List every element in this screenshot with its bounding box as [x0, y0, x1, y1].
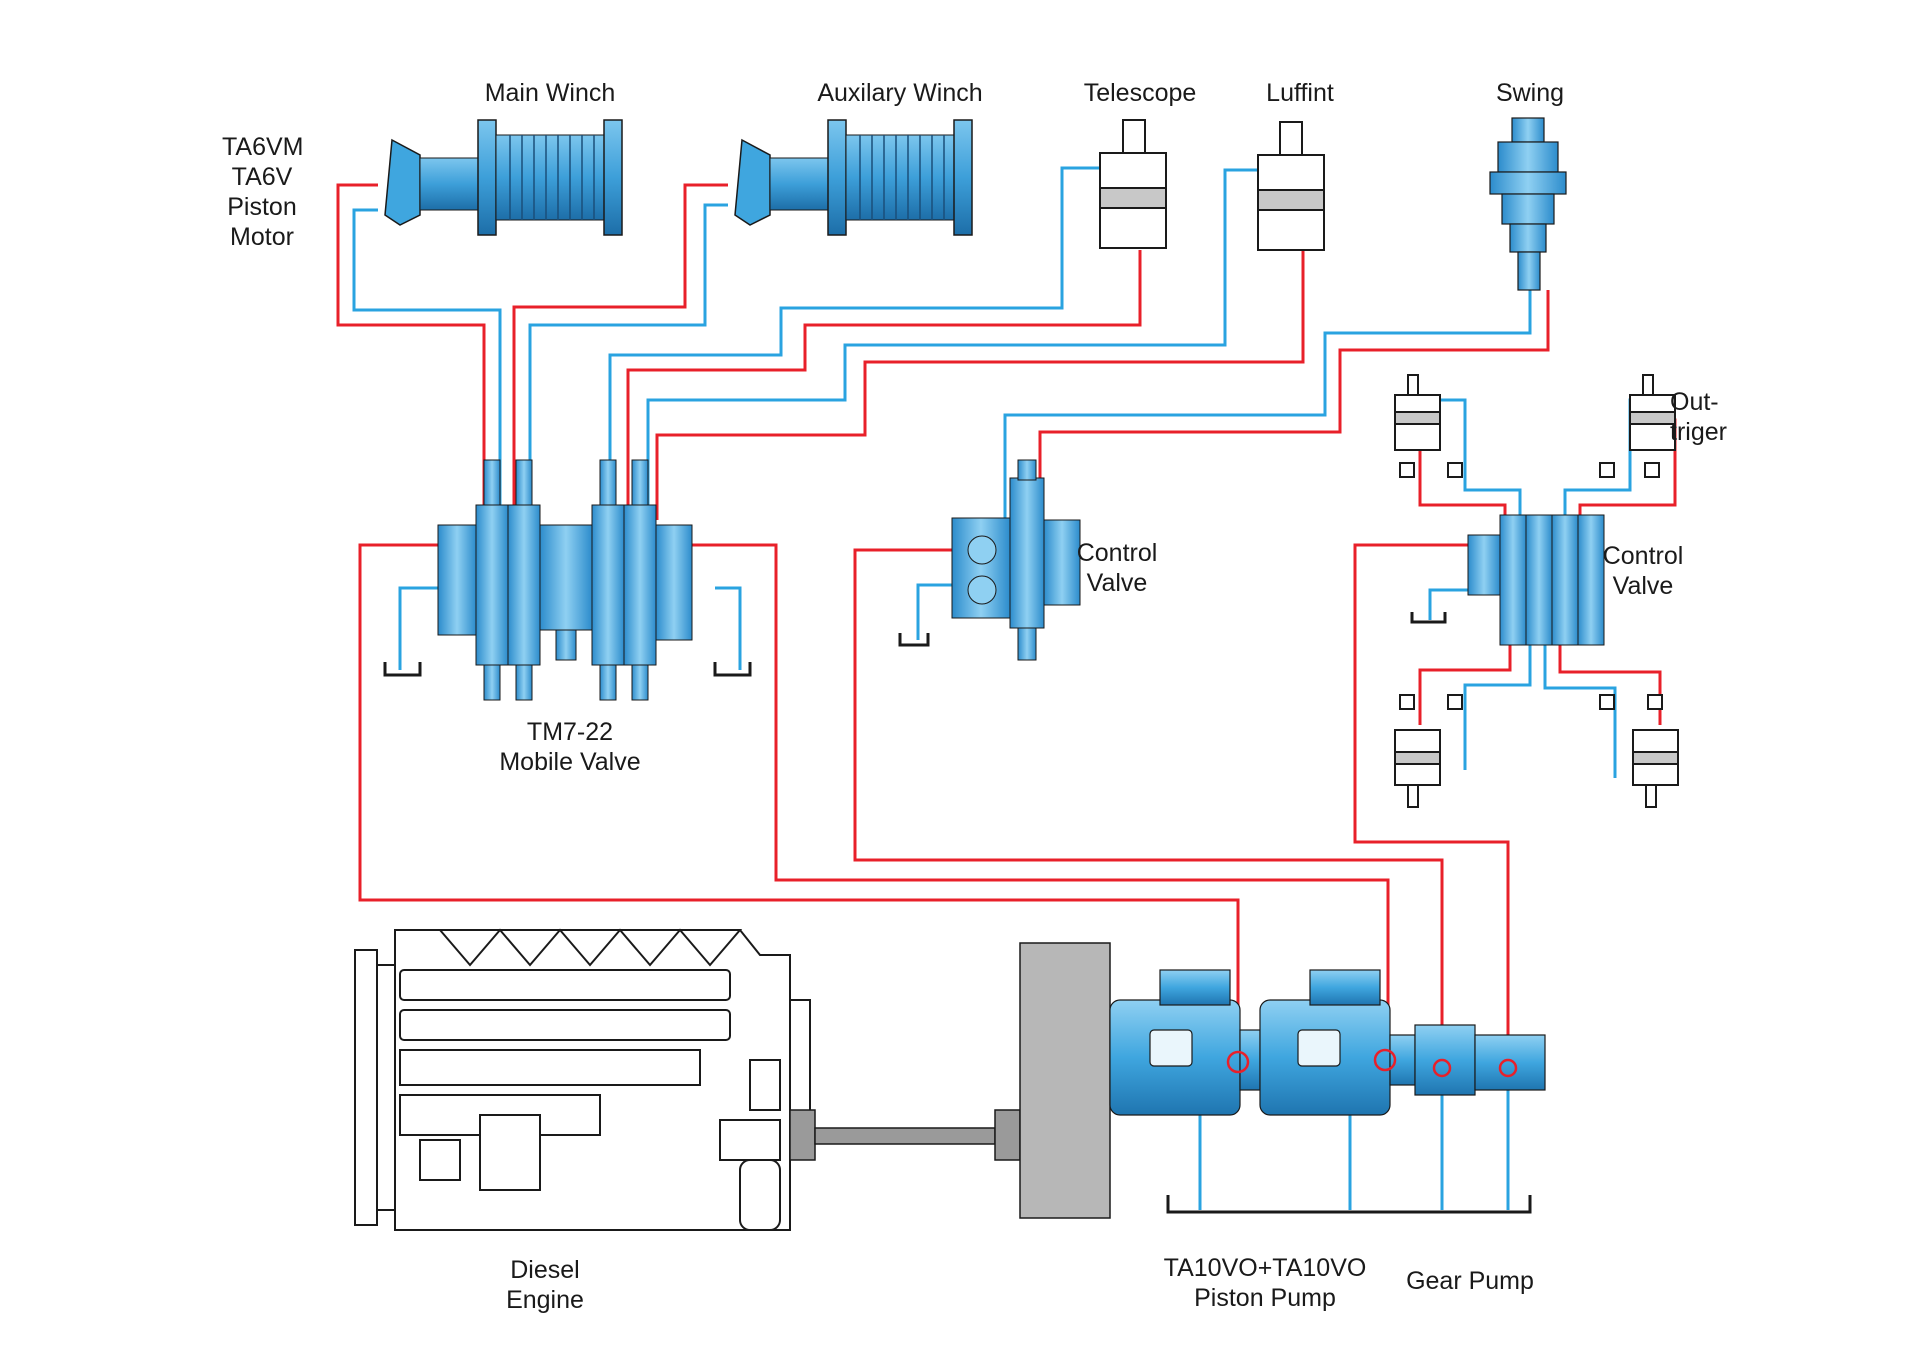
- line-outrigger-br-a: [1558, 640, 1662, 725]
- outrigger-cylinder-bottom-left: [1394, 729, 1441, 808]
- label-mobile-valve: TM7-22 Mobile Valve: [499, 718, 641, 776]
- line-telescope-return: [608, 166, 1105, 520]
- label-telescope: Telescope: [1083, 79, 1197, 107]
- line-outrigger-br-b: [1543, 640, 1617, 778]
- mobile-valve: [437, 459, 693, 701]
- drive-shaft: [789, 942, 1111, 1219]
- telescope-cylinder: [1099, 119, 1167, 249]
- luffing-cylinder: [1257, 121, 1325, 251]
- line-right-valve-supply: [1353, 543, 1510, 1070]
- label-diesel-engine: Diesel Engine: [506, 1256, 584, 1314]
- outrigger-cylinders: [1394, 374, 1679, 808]
- line-mobile-valve-supply-right: [690, 543, 1390, 1050]
- line-mobile-valve-supply-left: [358, 543, 1240, 1050]
- line-outrigger-bl-a: [1418, 640, 1512, 725]
- label-piston-pump: TA10VO+TA10VO Piston Pump: [1163, 1254, 1367, 1312]
- line-main-winch-pressure: [336, 183, 486, 520]
- label-luffing: Luffint: [1266, 79, 1334, 107]
- line-swing-pressure: [1038, 290, 1550, 540]
- tank-right-valve: [1410, 612, 1447, 624]
- label-gear-pump: Gear Pump: [1406, 1267, 1534, 1295]
- line-aux-winch-pressure: [512, 183, 728, 520]
- auxiliary-winch: [734, 119, 973, 236]
- label-right-control-valve: Control Valve: [1602, 542, 1684, 600]
- label-main-winch: Main Winch: [484, 79, 616, 107]
- label-piston-motor: TA6VM TA6V Piston Motor: [222, 133, 304, 251]
- line-mobile-valve-tank-left: [398, 586, 440, 670]
- line-luffing-return: [646, 168, 1265, 520]
- right-control-valve: [1467, 514, 1605, 646]
- main-winch: [384, 119, 623, 236]
- label-auxiliary-winch: Auxilary Winch: [817, 79, 983, 107]
- line-outrigger-tl-b: [1440, 398, 1522, 540]
- line-luffing-pressure: [655, 250, 1305, 520]
- center-control-valve: [951, 459, 1081, 661]
- line-outrigger-bl-b: [1463, 640, 1532, 770]
- outrigger-cylinder-bottom-right: [1632, 729, 1679, 808]
- diesel-engine: [354, 928, 811, 1231]
- line-swing-return: [1003, 290, 1532, 540]
- pump-ports: [1226, 1048, 1518, 1078]
- label-outrigger: Out- triger: [1670, 388, 1727, 446]
- line-aux-winch-return: [528, 203, 728, 520]
- piston-pump-assembly: [1109, 969, 1546, 1116]
- outrigger-check-valves: [1399, 462, 1663, 710]
- line-mobile-valve-tank-right: [715, 586, 742, 670]
- hydraulic-lines: [336, 166, 1677, 1210]
- swing-motor: [1489, 117, 1567, 291]
- line-center-valve-tank: [916, 583, 955, 640]
- line-main-winch-return: [352, 208, 502, 520]
- outrigger-cylinder-top-right: [1629, 374, 1676, 451]
- line-center-valve-supply: [853, 548, 1444, 1060]
- tank-pump: [1166, 1195, 1532, 1214]
- tank-symbols: [383, 612, 1532, 1214]
- label-center-control-valve: Control Valve: [1076, 539, 1158, 597]
- tank-center: [898, 633, 930, 647]
- label-swing: Swing: [1495, 79, 1565, 107]
- line-right-valve-tank: [1428, 588, 1470, 620]
- line-telescope-pressure: [626, 250, 1142, 520]
- tank-left: [383, 662, 422, 677]
- outrigger-cylinder-top-left: [1394, 374, 1441, 451]
- tank-right: [713, 662, 752, 677]
